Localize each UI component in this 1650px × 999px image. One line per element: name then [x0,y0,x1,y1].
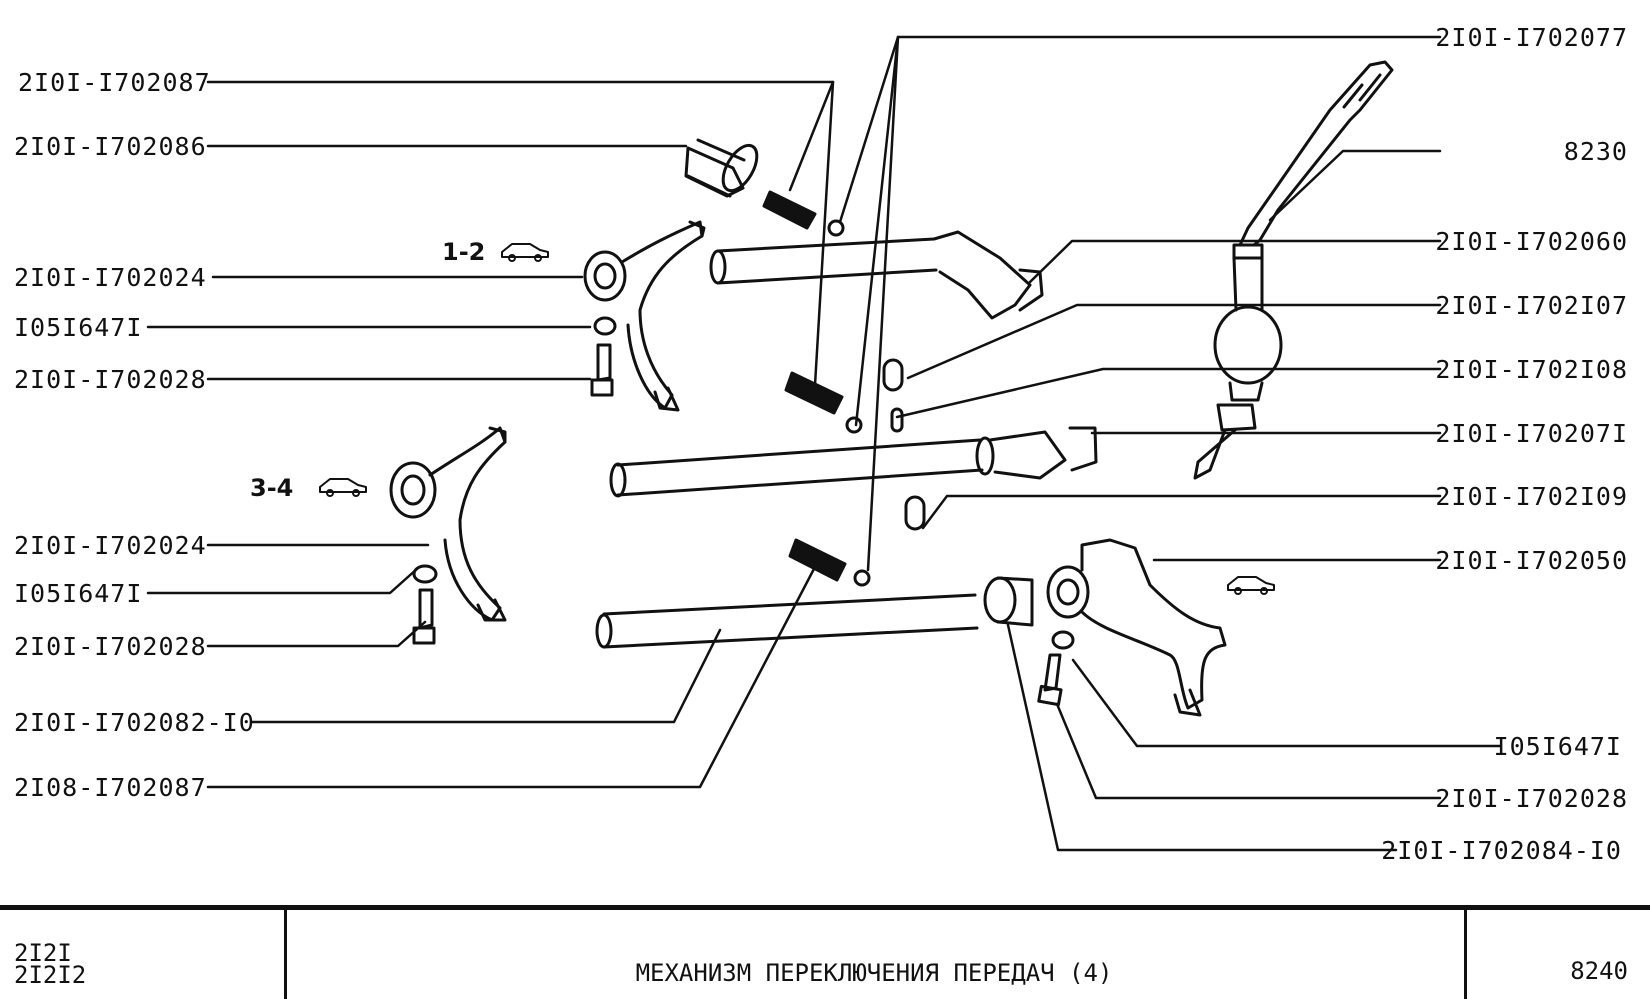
label-left-1: 2I0I-I702087 [18,68,211,97]
label-left-8: 2I0I-I702028 [14,632,207,661]
label-left-2: 2I0I-I702086 [14,132,207,161]
title-block-divider-left [284,910,287,999]
sheet-page-number: 8240 [1570,957,1628,985]
shift-lever [1193,60,1394,480]
fork-3-4 [389,426,507,645]
label-right-11: 2I0I-I702084-I0 [1381,836,1622,865]
label-left-10: 2I08-I702087 [14,773,207,802]
rod-top [709,230,1044,320]
gear-label-3-4: 3-4 [250,474,294,502]
fork-1-2 [583,220,706,412]
car-icon-right [1227,576,1275,595]
label-right-7: 2I0I-I702I09 [1435,482,1628,511]
model-code-2: 2I2I2 [14,961,87,989]
lock-pins [882,358,926,531]
springs [762,190,847,582]
label-right-2: 8230 [1563,137,1628,166]
exploded-diagram: 2I0I-I702087 2I0I-I702086 2I0I-I702024 I… [14,23,1628,865]
label-left-3: 2I0I-I702024 [14,263,207,292]
car-icon-1-2 [501,243,549,262]
label-right-8: 2I0I-I702050 [1435,546,1628,575]
label-left-6: 2I0I-I702024 [14,531,207,560]
rod-bottom [595,593,979,649]
parts-drawing [146,35,1502,852]
rod-middle [609,426,1098,498]
leader-lines-left [146,80,835,789]
label-left-5: 2I0I-I702028 [14,365,207,394]
leader-lines-right [838,35,1502,852]
car-icon-3-4 [319,478,367,497]
label-left-7: I05I647I [14,579,143,608]
label-right-6: 2I0I-I70207I [1435,419,1628,448]
sleeve-top [684,138,759,198]
gear-label-1-2: 1-2 [442,238,486,266]
label-right-10: 2I0I-I702028 [1435,784,1628,813]
sleeve-bottom [983,576,1034,627]
title-block: 2I2I 2I2I2 МЕХАНИЗМ ПЕРЕКЛЮЧЕНИЯ ПЕРЕДАЧ… [0,905,1650,999]
label-right-3: 2I0I-I702060 [1435,227,1628,256]
title-block-divider-right [1464,910,1467,999]
label-right-1: 2I0I-I702077 [1435,23,1628,52]
label-right-9: I05I647I [1493,732,1622,761]
label-left-9: 2I0I-I702082-I0 [14,708,255,737]
sheet-title: МЕХАНИЗМ ПЕРЕКЛЮЧЕНИЯ ПЕРЕДАЧ (4) [635,959,1113,987]
label-left-4: I05I647I [14,313,143,342]
label-right-4: 2I0I-I702I07 [1435,291,1628,320]
model-code-1: 2I2I [14,939,72,967]
label-right-5: 2I0I-I702I08 [1435,355,1628,384]
fork-right [1037,538,1227,717]
balls [827,219,871,587]
